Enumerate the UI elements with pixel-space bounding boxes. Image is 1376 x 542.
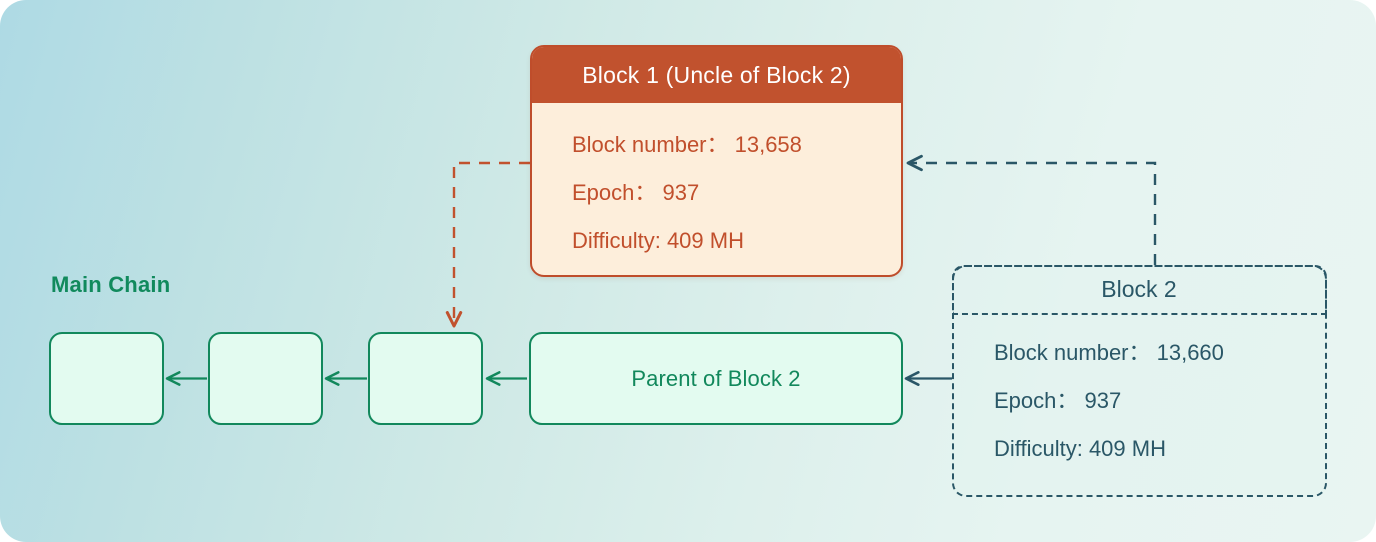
block2-title: Block 2 [1101, 276, 1177, 302]
block2-row-epoch: Epoch： 937 [994, 388, 1122, 413]
uncle-block-header: Block 1 (Uncle of Block 2) [532, 47, 901, 103]
uncle-to-chain-arrow [445, 161, 530, 328]
parent-of-block-2-label: Parent of Block 2 [631, 365, 801, 391]
chain-block-1[interactable] [49, 332, 164, 425]
uncle-block-row-difficulty: Difficulty: 409 MH [572, 228, 744, 253]
uncle-block-title: Block 1 (Uncle of Block 2) [582, 61, 851, 88]
block2-to-uncle-arrow [906, 154, 1157, 265]
block2-row-block-number: Block number： 13,660 [994, 340, 1224, 365]
parent-of-block-2[interactable]: Parent of Block 2 [529, 332, 903, 425]
main-chain-label: Main Chain [51, 272, 171, 297]
uncle-block-row-block-number: Block number： 13,658 [572, 132, 802, 157]
block2-header: Block 2 [951, 264, 1327, 315]
chain-block-3[interactable] [368, 332, 483, 425]
uncle-block-body: Block number： 13,658 Epoch： 937 Difficul… [532, 103, 901, 265]
block2-body: Block number： 13,660 Epoch： 937 Difficul… [954, 267, 1325, 473]
block2-card[interactable]: Block 2 Block number： 13,660 Epoch： 937 … [951, 264, 1327, 497]
uncle-block-card[interactable]: Block 1 (Uncle of Block 2) Block number：… [530, 45, 903, 277]
chain-block-2[interactable] [208, 332, 323, 425]
block2-row-difficulty: Difficulty: 409 MH [994, 436, 1166, 461]
uncle-block-row-epoch: Epoch： 937 [572, 180, 700, 205]
